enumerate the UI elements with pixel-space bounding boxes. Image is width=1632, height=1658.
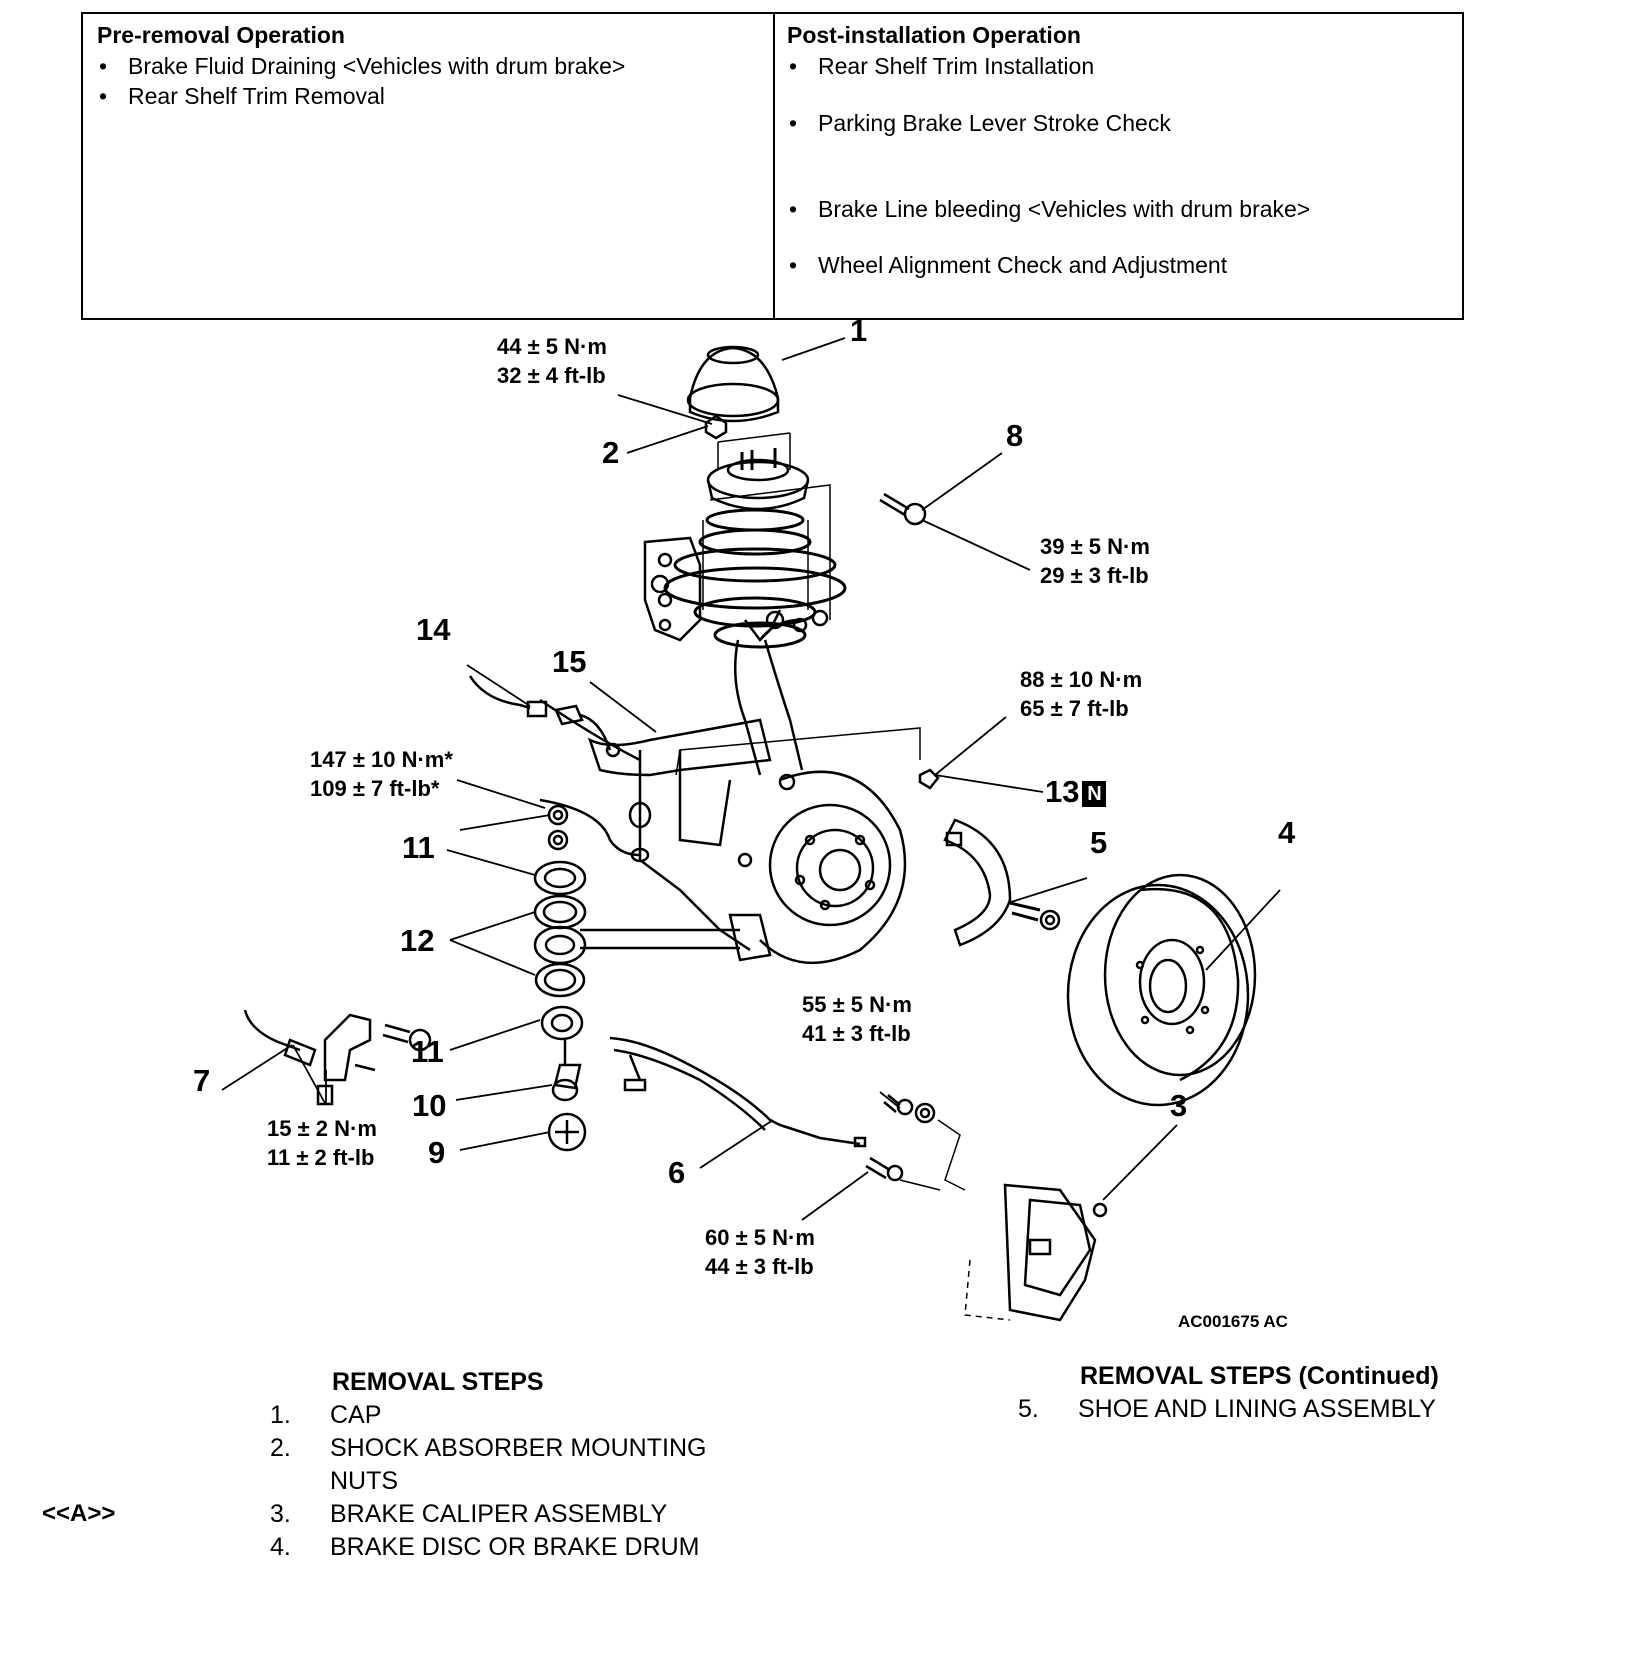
callout-14: 14 (416, 612, 451, 647)
brake-caliper-3 (964, 1183, 1108, 1322)
list-item: Rear Shelf Trim Removal (97, 81, 757, 111)
list-item: Brake Line bleeding <Vehicles with drum … (787, 194, 1447, 224)
list-item: Wheel Alignment Check and Adjustment (787, 250, 1447, 280)
speed-sensor-15 (554, 704, 621, 758)
lower-bolt-10 (551, 1040, 582, 1102)
callout-1: 1 (850, 313, 868, 348)
pre-removal-list: Brake Fluid Draining <Vehicles with drum… (97, 51, 757, 111)
mounting-nut-part (704, 414, 728, 440)
leader-lines (221, 337, 1281, 1221)
brake-disc-4 (1066, 873, 1257, 1107)
callout-15: 15 (552, 644, 587, 679)
callout-8: 8 (1006, 418, 1024, 453)
new-part-badge: N (1082, 780, 1107, 807)
bushings-stack (533, 804, 587, 1041)
upper-bracket (643, 536, 702, 642)
callout-5: 5 (1090, 825, 1108, 860)
dust-cap-9 (547, 1112, 587, 1152)
lateral-link (580, 913, 772, 962)
figure-code: AC001675 AC (1178, 1312, 1288, 1331)
torque-spec-lower-bolt: 147 ± 10 N·m*109 ± 7 ft-lb* (310, 747, 453, 801)
cap-part (686, 345, 780, 423)
post-installation-column: Post-installation Operation Rear Shelf T… (787, 22, 1447, 280)
callout-7: 7 (193, 1063, 211, 1098)
callout-9: 9 (428, 1135, 446, 1170)
removal-steps-title: REMOVAL STEPS (332, 1368, 544, 1396)
removal-steps-continued: REMOVAL STEPS (Continued) 5.SHOE AND LIN… (1018, 1362, 1439, 1423)
bolt-8 (879, 492, 927, 526)
pre-removal-column: Pre-removal Operation Brake Fluid Draini… (97, 22, 757, 111)
callout-10: 10 (412, 1088, 447, 1123)
callout-2: 2 (602, 435, 620, 470)
callout-11-upper: 11 (402, 830, 435, 865)
post-installation-heading: Post-installation Operation (787, 22, 1081, 48)
list-item: Brake Fluid Draining <Vehicles with drum… (97, 51, 757, 81)
shoe-lining-5 (943, 818, 1061, 947)
strut-body (734, 609, 829, 776)
callout-11-lower: 11 (411, 1034, 444, 1069)
diagram-drawing (221, 337, 1281, 1322)
parking-cable-6 (609, 1036, 867, 1148)
post-installation-list: Rear Shelf Trim Installation Parking Bra… (787, 51, 1447, 280)
strut-top-mount (706, 448, 810, 511)
hub-backing-plate (737, 770, 907, 965)
knuckle-assembly (539, 698, 772, 952)
caliper-bolts (865, 1094, 966, 1191)
list-item: Parking Brake Lever Stroke Check (787, 108, 1447, 138)
table-divider (773, 14, 775, 318)
removal-steps-continued-title: REMOVAL STEPS (Continued) (1080, 1362, 1439, 1390)
callout-12: 12 (400, 923, 435, 958)
callout-3: 3 (1170, 1088, 1188, 1123)
brake-hose-7 (243, 1009, 432, 1106)
coil-spring (663, 508, 847, 649)
operations-table: Pre-removal Operation Brake Fluid Draini… (81, 12, 1464, 320)
list-item: Rear Shelf Trim Installation (787, 51, 1447, 81)
callout-6: 6 (668, 1155, 686, 1190)
sensor-connector-14 (468, 675, 548, 718)
pre-removal-heading: Pre-removal Operation (97, 22, 345, 48)
callout-4: 4 (1278, 815, 1296, 850)
step-marker-a: <<A>> (42, 1500, 116, 1527)
removal-steps: REMOVAL STEPS 1.CAP 2.SHOCK ABSORBER MOU… (270, 1368, 707, 1561)
